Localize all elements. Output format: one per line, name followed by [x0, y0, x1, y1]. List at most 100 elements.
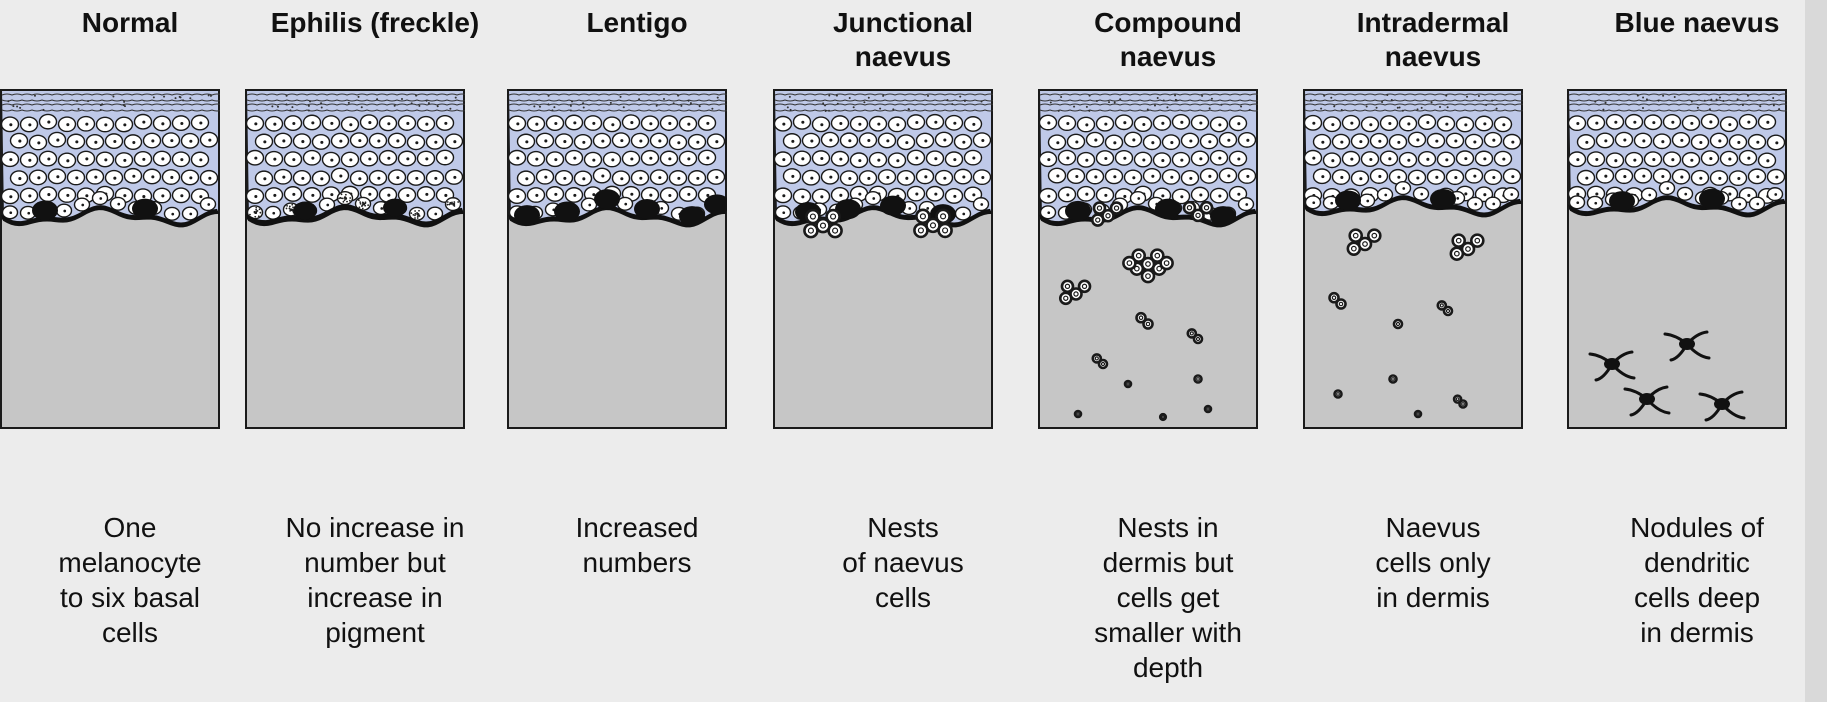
naevus-cell	[1335, 391, 1342, 398]
cell-nucleus	[180, 194, 183, 197]
cell-nucleus	[434, 213, 437, 216]
cell-nucleus	[782, 194, 785, 197]
cell-nucleus	[94, 141, 97, 144]
cell-nucleus	[1671, 121, 1674, 124]
cell-nucleus	[1747, 157, 1750, 160]
cell-nucleus	[406, 194, 409, 197]
cell-nucleus	[1199, 157, 1202, 160]
cell-nucleus	[1728, 158, 1731, 161]
cell-nucleus	[696, 141, 699, 144]
cell-nucleus	[516, 122, 519, 125]
cell-nucleus	[1246, 139, 1249, 142]
melanocyte	[1210, 206, 1236, 226]
pigment-granule	[364, 205, 366, 207]
cell-nucleus	[1066, 122, 1069, 125]
panel-title: Compound naevus	[1038, 6, 1298, 74]
cell-nucleus	[1199, 194, 1202, 197]
cell-nucleus	[1595, 192, 1598, 195]
cell-nucleus	[554, 193, 557, 196]
cell-nucleus	[1208, 175, 1211, 178]
cell-nucleus	[320, 141, 323, 144]
cell-nucleus	[1104, 157, 1107, 160]
cell-nucleus	[415, 177, 418, 180]
cell-nucleus	[801, 157, 804, 160]
cell-nucleus	[1397, 176, 1400, 179]
skin-section-illustration	[245, 89, 465, 429]
pigment-granule	[259, 212, 261, 214]
pigment-granule	[358, 199, 360, 201]
cell-nucleus	[1218, 157, 1221, 160]
cell-nucleus	[934, 157, 937, 160]
cell-nucleus	[896, 159, 899, 162]
cell-nucleus	[1402, 187, 1405, 190]
pigment-granule	[359, 201, 361, 203]
cell-nucleus	[387, 157, 390, 160]
naevus-nest	[1394, 320, 1402, 328]
cell-nucleus	[820, 123, 823, 126]
cell-nucleus	[208, 177, 211, 180]
cell-nucleus	[1426, 158, 1429, 161]
cell-nucleus	[208, 139, 211, 142]
cell-nucleus	[326, 204, 329, 207]
cell-nucleus	[820, 195, 823, 198]
panel-intradermal-naevus: Intradermal naevus Naevus cells only in …	[1303, 0, 1563, 702]
pigment-granule	[342, 201, 344, 203]
panel-caption: Nodules of dendritic cells deep in dermi…	[1567, 510, 1827, 650]
cell-nucleus	[1161, 194, 1164, 197]
cell-nucleus	[199, 158, 202, 161]
cell-nucleus	[1775, 176, 1778, 179]
cell-nucleus	[180, 158, 183, 161]
cell-nucleus	[1666, 187, 1669, 190]
cell-nucleus	[1237, 157, 1240, 160]
naevus-cell	[1079, 281, 1090, 292]
cell-nucleus	[658, 139, 661, 142]
cell-nucleus	[1766, 121, 1769, 124]
cell-nucleus	[582, 141, 585, 144]
naevus-cell	[1092, 215, 1103, 226]
cell-nucleus	[1056, 174, 1059, 177]
pigment-granule	[414, 213, 416, 215]
cell-nucleus	[1085, 159, 1088, 162]
cell-nucleus	[292, 158, 295, 161]
cell-nucleus	[1113, 141, 1116, 144]
cell-nucleus	[1161, 159, 1164, 162]
cell-nucleus	[544, 176, 547, 179]
cell-nucleus	[535, 123, 538, 126]
cell-nucleus	[592, 122, 595, 125]
naevus-cell	[1161, 257, 1173, 269]
cell-nucleus	[1483, 193, 1486, 196]
skin-section-illustration	[1567, 89, 1787, 429]
cell-nucleus	[320, 177, 323, 180]
cell-nucleus	[858, 159, 861, 162]
cell-nucleus	[820, 157, 823, 160]
cell-nucleus	[1648, 194, 1651, 197]
cell-nucleus	[848, 177, 851, 180]
pigment-granule	[418, 210, 420, 212]
cell-nucleus	[425, 123, 428, 126]
cell-nucleus	[1464, 157, 1467, 160]
cell-nucleus	[282, 176, 285, 179]
pigment-granule	[361, 205, 363, 207]
pigment-granule	[349, 200, 351, 202]
cell-nucleus	[915, 156, 918, 159]
cell-nucleus	[1456, 197, 1459, 200]
cell-nucleus	[573, 194, 576, 197]
pigment-granule	[410, 212, 412, 214]
pigment-granule	[451, 202, 453, 204]
naevus-cell	[806, 210, 819, 223]
cell-nucleus	[1369, 123, 1372, 126]
cell-nucleus	[1420, 193, 1423, 196]
cell-nucleus	[1747, 121, 1750, 124]
cell-nucleus	[117, 203, 120, 206]
cell-nucleus	[630, 193, 633, 196]
cell-nucleus	[1104, 194, 1107, 197]
cell-nucleus	[1066, 193, 1069, 196]
cell-nucleus	[170, 176, 173, 179]
cell-nucleus	[377, 140, 380, 143]
naevus-cell	[1201, 202, 1212, 213]
cell-nucleus	[962, 175, 965, 178]
cell-nucleus	[189, 140, 192, 143]
pigment-granule	[417, 213, 419, 215]
cell-nucleus	[980, 203, 983, 206]
